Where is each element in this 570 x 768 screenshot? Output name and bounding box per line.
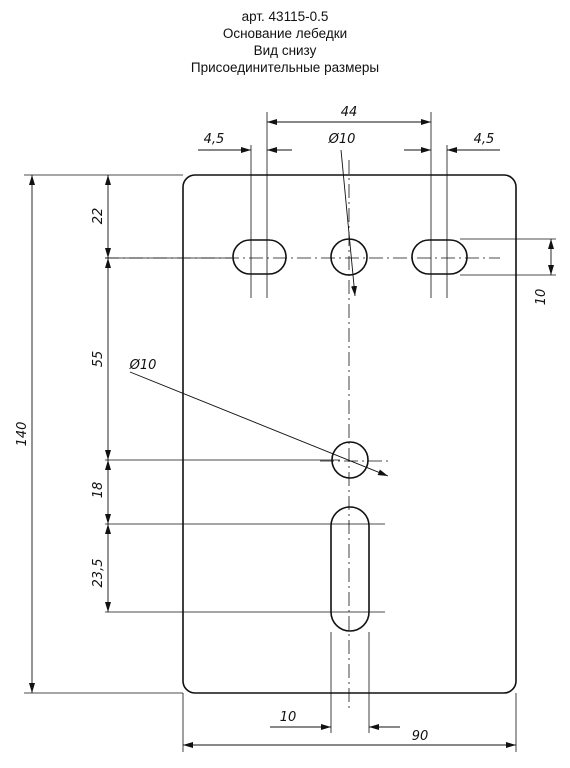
leader-top-hole bbox=[340, 149, 358, 297]
view-name: Вид снизу bbox=[253, 43, 317, 58]
title-block: арт. 43115-0.5 Основание лебедки Вид сни… bbox=[0, 8, 570, 76]
leader-mid-hole bbox=[129, 371, 389, 477]
dim-55-text: 55 bbox=[91, 351, 106, 368]
dim-18-text: 18 bbox=[91, 482, 106, 499]
dimension-lines bbox=[29, 119, 554, 748]
dim-4-5-left-text: 4,5 bbox=[204, 132, 225, 147]
dim-140-text: 140 bbox=[15, 422, 30, 447]
extension-lines bbox=[24, 112, 556, 752]
drawing-purpose: Присоединительные размеры bbox=[190, 60, 380, 75]
dim-10-right-text: 10 bbox=[534, 289, 549, 306]
top-left-slot bbox=[232, 239, 287, 275]
center-lines bbox=[105, 160, 500, 712]
top-right-slot bbox=[411, 239, 468, 275]
dim-diameter-top-text: Ø10 bbox=[328, 132, 356, 147]
dim-90-text: 90 bbox=[412, 729, 429, 744]
dim-4-5-right-text: 4,5 bbox=[474, 132, 495, 147]
part-name: Основание лебедки bbox=[222, 26, 348, 41]
dim-diameter-mid-text: Ø10 bbox=[129, 358, 157, 373]
dim-10-bottom-text: 10 bbox=[280, 710, 297, 725]
plate-outline bbox=[182, 174, 517, 694]
dim-44-text: 44 bbox=[341, 105, 358, 120]
top-center-hole bbox=[330, 238, 368, 276]
dim-22-text: 22 bbox=[91, 208, 106, 225]
lower-vertical-slot bbox=[330, 506, 370, 632]
article-number: арт. 43115-0.5 bbox=[241, 9, 329, 24]
dim-23-5-text: 23,5 bbox=[91, 559, 106, 588]
